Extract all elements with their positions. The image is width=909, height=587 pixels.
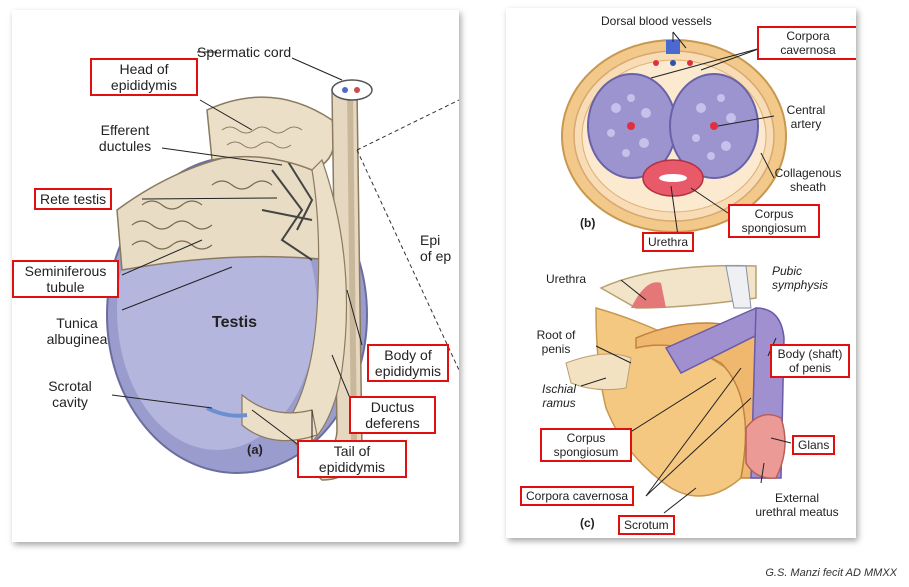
label-tail-epididymis: Tail of epididymis	[297, 440, 407, 478]
label-corpus-spongiosum-b: Corpus spongiosum	[728, 204, 820, 238]
label-dorsal-vessels: Dorsal blood vessels	[601, 14, 712, 28]
label-corpora-cavernosa-c: Corpora cavernosa	[520, 486, 634, 506]
label-external-meatus: External urethral meatus	[752, 491, 842, 519]
label-glans: Glans	[792, 435, 835, 455]
label-efferent-ductules: Efferent ductules	[90, 122, 160, 154]
label-body-epididymis: Body of epididymis	[367, 344, 449, 382]
label-pubic-symphysis: Pubic symphysis	[772, 264, 828, 292]
label-scrotal-cavity: Scrotal cavity	[40, 378, 100, 410]
label-root-of-penis: Root of penis	[526, 328, 586, 356]
label-testis: Testis	[212, 315, 257, 331]
label-corpus-spongiosum-c: Corpus spongiosum	[540, 428, 632, 462]
label-urethra-c: Urethra	[546, 272, 586, 286]
label-body-shaft: Body (shaft) of penis	[770, 344, 850, 378]
credit-caption: G.S. Manzi fecit AD MMXX	[765, 567, 897, 579]
label-scrotum: Scrotum	[618, 515, 675, 535]
label-head-epididymis: Head of epididymis	[90, 58, 198, 96]
testis-diagram-panel: Spermatic cord Head of epididymis Effere…	[12, 10, 459, 542]
label-collagenous-sheath: Collagenous sheath	[768, 166, 848, 194]
label-seminiferous-tubule: Seminiferous tubule	[12, 260, 119, 298]
label-corpora-cavernosa-b: Corpora cavernosa	[757, 26, 856, 60]
panel-c-letter: (c)	[580, 516, 595, 530]
label-cut-epi: Epi of ep	[420, 232, 451, 264]
panel-a-letter: (a)	[247, 442, 263, 458]
label-ischial-ramus: Ischial ramus	[534, 382, 584, 410]
label-rete-testis: Rete testis	[34, 188, 112, 210]
penis-diagram-panel: Dorsal blood vessels Corpora cavernosa C…	[506, 8, 856, 538]
label-spermatic-cord: Spermatic cord	[197, 44, 291, 60]
label-tunica-albuginea: Tunica albuginea	[42, 315, 112, 347]
panel-b-letter: (b)	[580, 216, 595, 230]
label-urethra-b: Urethra	[642, 232, 694, 252]
label-ductus-deferens: Ductus deferens	[349, 396, 436, 434]
label-central-artery: Central artery	[776, 103, 836, 131]
